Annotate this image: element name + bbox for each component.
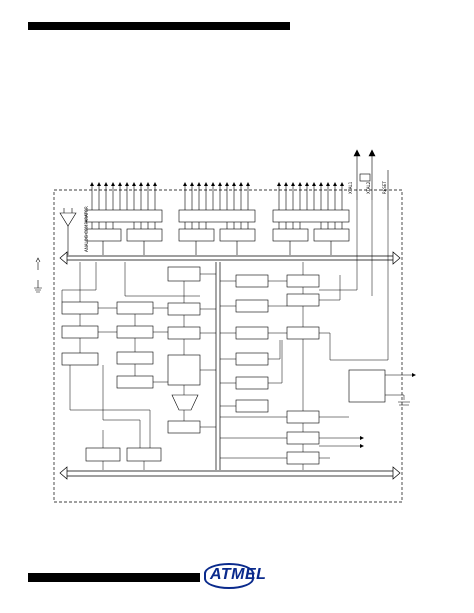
port-group-b	[178, 186, 256, 255]
logo-swoosh-icon	[204, 563, 254, 589]
right-arrowheads	[360, 373, 416, 448]
port-group-c	[272, 186, 350, 255]
bottom-data-bus	[59, 466, 401, 480]
internal-bus	[215, 262, 221, 470]
analog-comparator	[59, 208, 77, 255]
atmel-logo: ATMEL	[202, 561, 266, 591]
power-pins	[34, 257, 42, 293]
port-pins	[90, 182, 344, 186]
reset-label: RESET	[382, 181, 387, 194]
xtal-pins	[353, 149, 389, 210]
port-group-a	[85, 186, 163, 255]
comparator-label: ANALOG COMPARATOR	[84, 206, 89, 252]
left-connectors	[61, 262, 216, 470]
header-rule	[28, 22, 290, 30]
right-blocks	[235, 274, 386, 465]
xtal1-label: XTAL1	[348, 181, 353, 194]
xtal2-label: XTAL2	[366, 181, 371, 194]
top-data-bus	[59, 251, 401, 265]
right-connectors	[220, 200, 412, 470]
footer-rule	[28, 573, 200, 582]
chip-boundary	[53, 189, 403, 503]
logo-text: ATMEL	[210, 566, 267, 583]
